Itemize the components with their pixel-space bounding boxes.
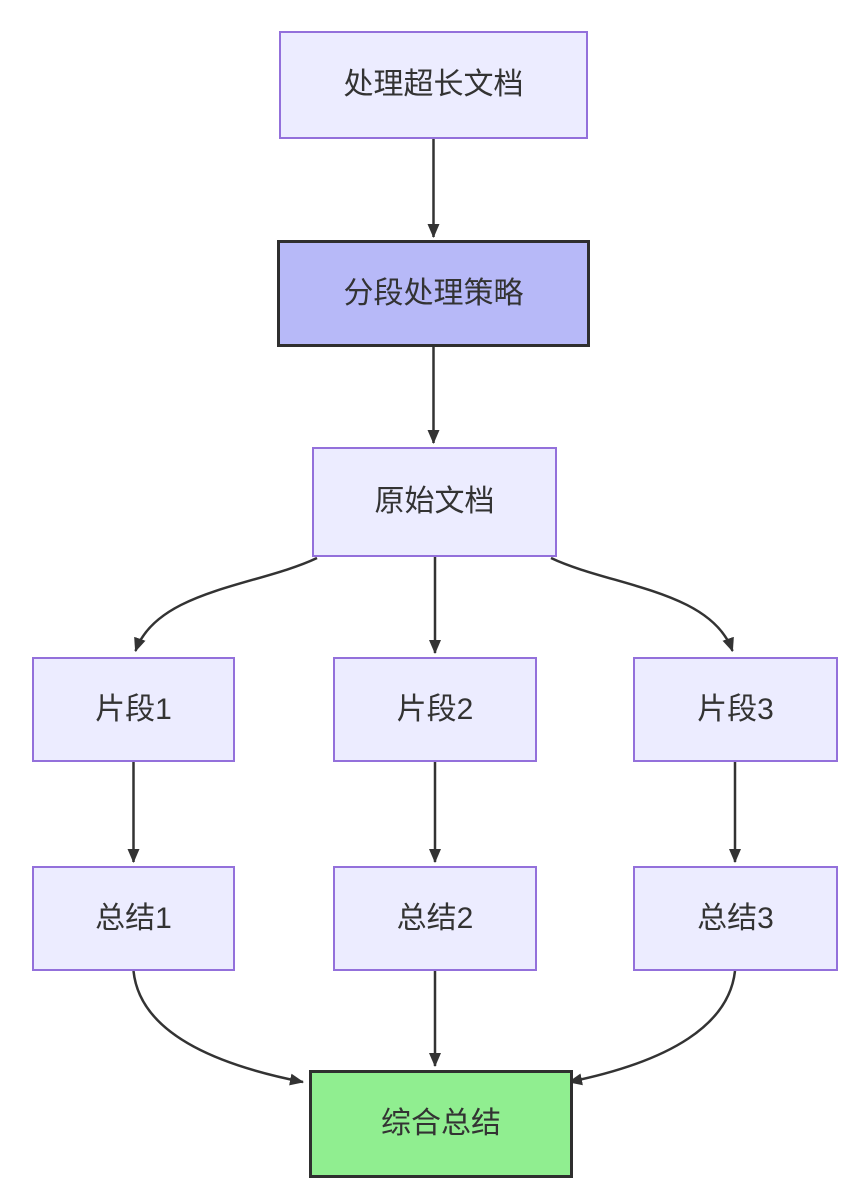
node-original-doc: 原始文档 [312,447,557,557]
node-process-long-doc: 处理超长文档 [279,31,588,139]
edge-c-d1 [134,556,318,652]
node-label: 片段2 [396,692,474,726]
node-segmentation-strategy: 分段处理策略 [277,240,590,347]
node-label: 片段3 [697,692,774,726]
node-label: 总结3 [697,901,774,935]
edge-e3-f [568,970,737,1086]
node-label: 原始文档 [374,485,495,518]
node-summary-1: 总结1 [32,866,235,971]
node-fragment-1: 片段1 [32,657,235,762]
node-summary-2: 总结2 [333,866,537,971]
node-label: 总结1 [95,901,172,935]
node-label: 处理超长文档 [343,68,524,101]
edge-e1-f [132,970,304,1086]
node-label: 片段1 [95,692,172,726]
node-fragment-3: 片段3 [633,657,838,762]
node-label: 分段处理策略 [343,276,524,310]
node-summary-3: 总结3 [633,866,838,971]
edge-c-d3 [550,556,734,652]
node-label: 综合总结 [381,1107,501,1140]
node-label: 总结2 [396,901,474,935]
node-combined-summary: 综合总结 [309,1070,573,1178]
node-fragment-2: 片段2 [333,657,537,762]
